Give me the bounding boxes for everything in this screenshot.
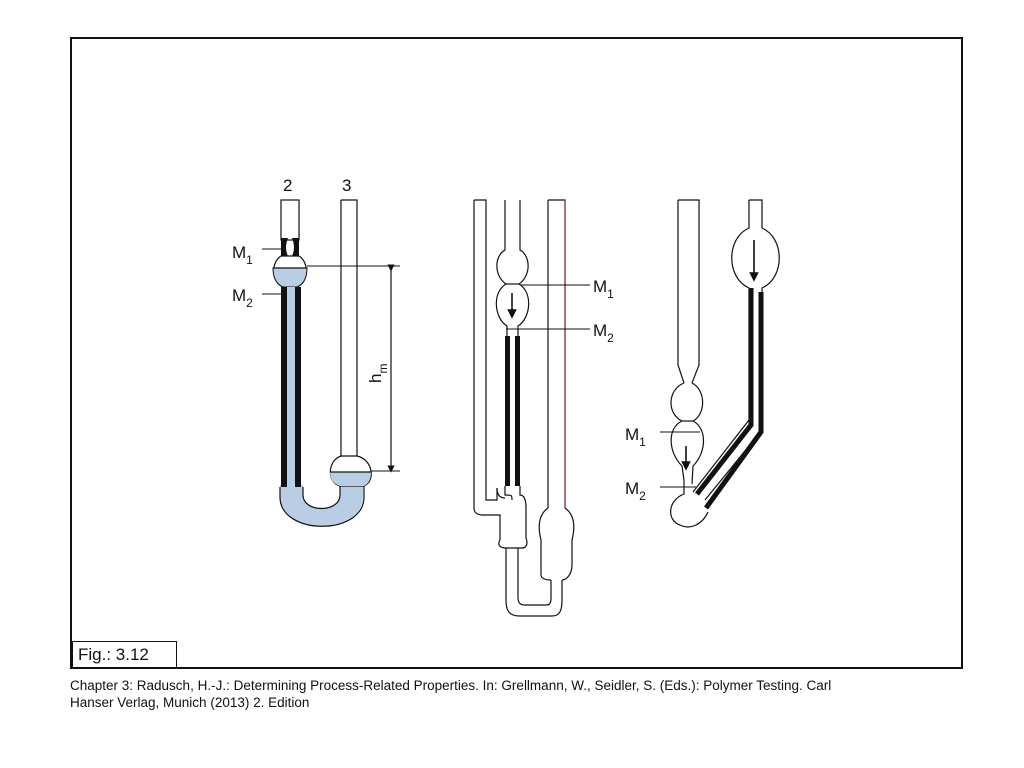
left-m2-label: M2 [232, 286, 253, 310]
measuring-tube [495, 200, 530, 336]
capillary-wall-right [295, 287, 301, 487]
filling-tube [538, 199, 575, 581]
tube-2-label: 2 [283, 176, 292, 195]
right-left-tube [677, 199, 700, 384]
tube-3-label: 3 [342, 176, 351, 195]
capillary-wall-left [281, 287, 287, 487]
figure-frame [70, 37, 963, 669]
middle-capillary-right [515, 336, 520, 486]
right-bulbs [670, 382, 705, 485]
figure-caption: Chapter 3: Radusch, H.-J.: Determining P… [70, 677, 970, 711]
u-bend-outer [279, 484, 365, 527]
figure-number: Fig.: 3.12 [72, 641, 177, 668]
tube-2-bulb-liquid [272, 267, 308, 288]
capillary-liquid [287, 287, 295, 487]
right-m2-label: M2 [625, 479, 646, 503]
caption-line-1: Chapter 3: Radusch, H.-J.: Determining P… [70, 678, 832, 693]
middle-m1-label: M1 [593, 277, 614, 301]
tube-3-bulb-liquid [330, 472, 371, 486]
ostwald-viscometer [660, 199, 780, 528]
u-bend-inner [302, 486, 341, 509]
vent-tube [473, 199, 501, 540]
middle-capillary-left [505, 336, 510, 486]
u-tube-viscometer: 2 3 M1 M2 hm [232, 176, 400, 527]
u-tube-liquid [280, 485, 363, 526]
right-bottom-bulb [670, 480, 709, 528]
bottom-loop [505, 548, 563, 617]
ubbelohde-viscometer [473, 199, 590, 617]
right-inclined-tube [692, 199, 780, 501]
hm-label: hm [366, 364, 390, 383]
tube-2-top [280, 199, 300, 241]
reservoir-bulb [498, 508, 528, 549]
m1-plug-right [292, 238, 299, 256]
right-m1-label: M1 [625, 425, 646, 449]
caption-line-2: Hanser Verlag, Munich (2013) 2. Edition [70, 695, 310, 710]
m1-plug-left [281, 238, 288, 256]
left-m1-label: M1 [232, 243, 253, 267]
tube-3 [340, 199, 358, 456]
middle-m2-label: M2 [593, 321, 614, 345]
